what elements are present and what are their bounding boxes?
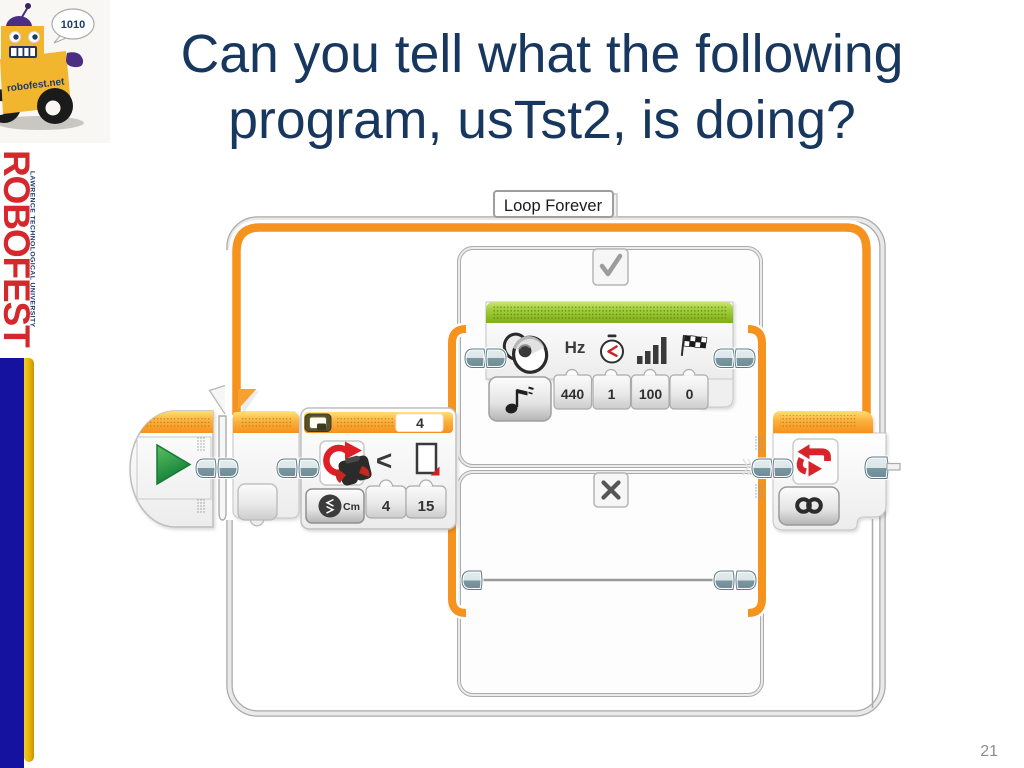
- svg-text:1: 1: [608, 386, 616, 402]
- svg-text:LAWRENCE TECHNOLOGICAL UNIVERS: LAWRENCE TECHNOLOGICAL UNIVERSITY: [29, 171, 35, 328]
- svg-text:1010: 1010: [61, 19, 85, 31]
- svg-text:100: 100: [639, 386, 663, 402]
- svg-text:Loop Forever: Loop Forever: [504, 197, 603, 215]
- svg-text:0: 0: [686, 386, 694, 402]
- svg-text:<: <: [376, 445, 392, 476]
- svg-text:ROBOFEST: ROBOFEST: [0, 150, 38, 348]
- svg-text:Cm: Cm: [343, 501, 360, 513]
- svg-text:4: 4: [382, 498, 391, 515]
- svg-text:440: 440: [561, 386, 585, 402]
- svg-text:4: 4: [416, 415, 424, 431]
- svg-text:Hz: Hz: [565, 338, 586, 357]
- svg-text:15: 15: [418, 498, 435, 515]
